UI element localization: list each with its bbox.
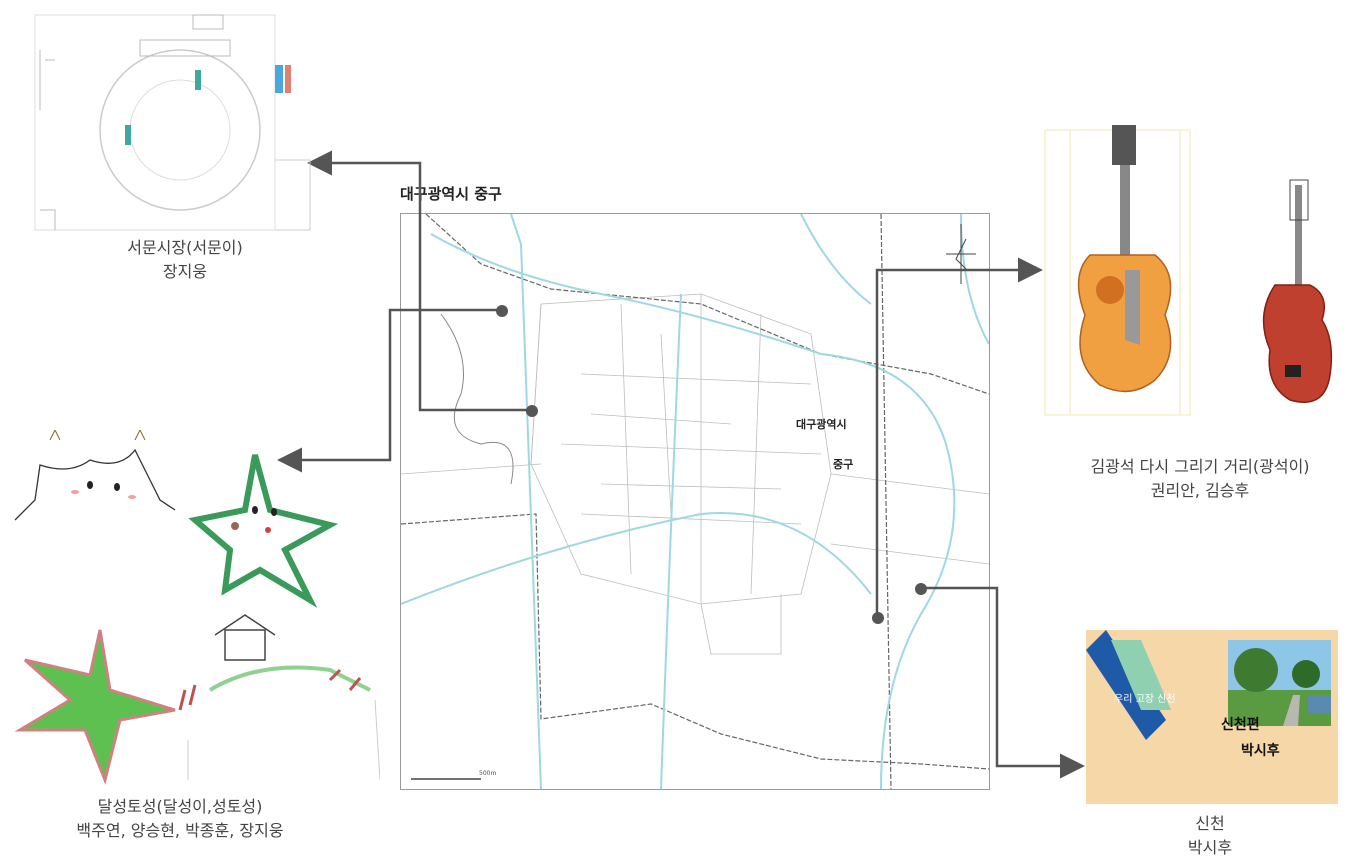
sincheon-banner-graphic (1086, 630, 1171, 740)
marker-kimkwangseok (872, 612, 884, 624)
seomun-caption-title: 서문시장(서문이) (127, 238, 243, 257)
seomun-caption-author: 장지웅 (162, 262, 208, 281)
sincheon-scene-card: 우리 고장 신천 신천편 박시후 (1086, 630, 1338, 804)
district-map: 대구광역시 중구 500m (400, 213, 990, 790)
guitar-drawing (1044, 125, 1333, 416)
kimkwangseok-caption-author: 권리안, 김승후 (1150, 481, 1250, 500)
map-city-label: 대구광역시 (796, 418, 847, 431)
dalseong-fortress-drawing (14, 430, 380, 785)
kimkwangseok-caption: 김광석 다시 그리기 거리(광석이) 권리안, 김승후 (1060, 455, 1340, 503)
map-scale-label: 500m (479, 770, 497, 777)
dalseong-caption-author: 백주연, 양승현, 박종훈, 장지웅 (76, 821, 284, 840)
scene-title: 신천편 (1221, 717, 1260, 733)
sincheon-caption-author: 박시후 (1187, 838, 1233, 857)
map-district-label: 중구 (833, 458, 854, 471)
marker-sincheon (915, 583, 927, 595)
marker-seomun (526, 405, 538, 417)
dalseong-caption-title: 달성토성(달성이,성토성) (97, 797, 263, 816)
sincheon-caption: 신천 박시후 (1120, 812, 1300, 860)
dalseong-caption: 달성토성(달성이,성토성) 백주연, 양승현, 박종훈, 장지웅 (10, 795, 350, 843)
scene-banner-text: 우리 고장 신천 (1114, 694, 1176, 705)
seomun-caption: 서문시장(서문이) 장지웅 (95, 236, 275, 284)
kimkwangseok-caption-title: 김광석 다시 그리기 거리(광석이) (1090, 457, 1310, 476)
scene-author: 박시후 (1241, 743, 1280, 759)
sincheon-stream-photo (1228, 640, 1331, 726)
marker-dalseong (496, 305, 508, 317)
map-markers (496, 305, 927, 624)
sincheon-caption-title: 신천 (1195, 814, 1225, 833)
seomun-market-drawing (34, 14, 311, 231)
map-title: 대구광역시 중구 (400, 185, 502, 203)
